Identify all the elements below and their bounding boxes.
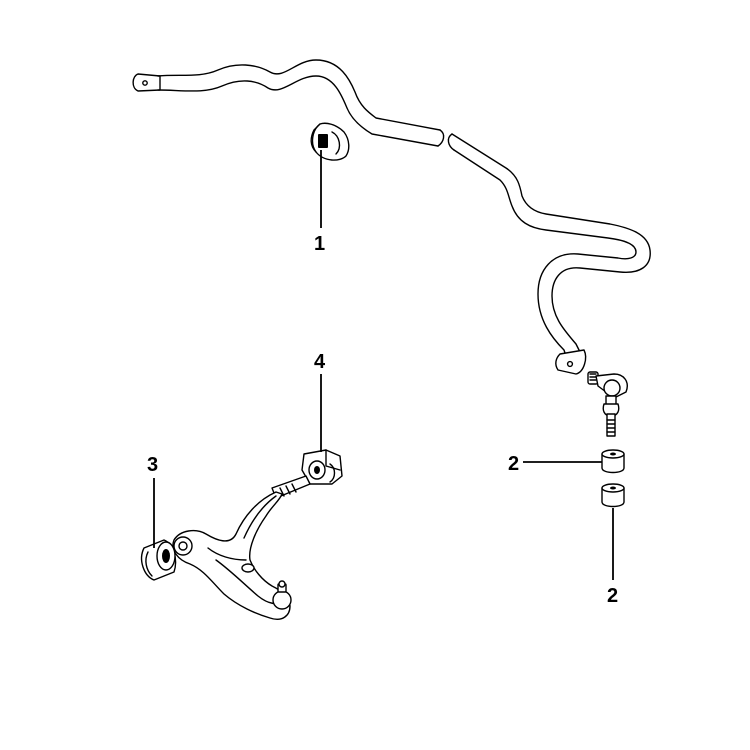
callout-1: 1 <box>314 233 325 255</box>
front-arm-bushing <box>140 539 177 581</box>
bar-bushing <box>310 122 350 161</box>
callout-2-lower: 2 <box>607 585 618 607</box>
link-bushing-lower <box>601 483 625 508</box>
stabilizer-link <box>587 371 628 437</box>
stabilizer-bar <box>132 59 651 375</box>
link-bushing-upper <box>601 449 625 474</box>
lower-control-arm <box>172 475 311 620</box>
callout-3: 3 <box>147 454 158 476</box>
callout-4: 4 <box>314 351 326 373</box>
callout-2-upper: 2 <box>508 453 519 475</box>
rear-arm-bushing <box>301 449 343 485</box>
